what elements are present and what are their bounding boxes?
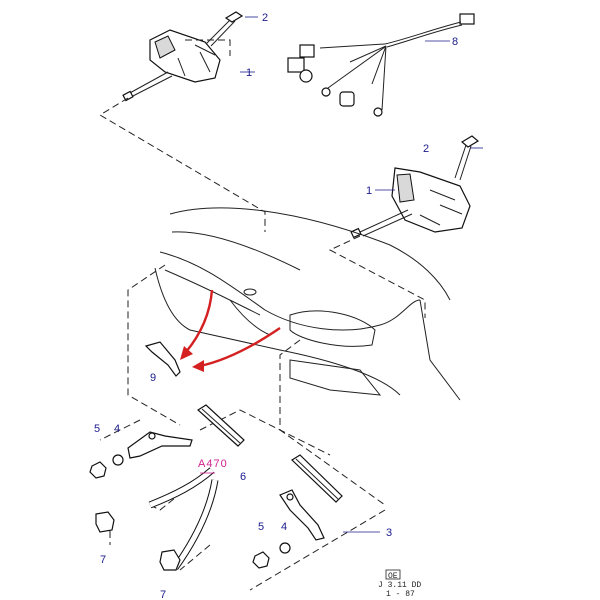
callout-4-left: 4 (114, 423, 120, 435)
callout-7-left: 7 (100, 554, 106, 566)
label-a470: A470 (198, 458, 228, 470)
clip-left (95, 511, 115, 533)
car-front-outline (154, 207, 461, 401)
callout-4-right: 4 (281, 521, 287, 533)
motor-assembly-top (122, 29, 221, 102)
bracket-9 (144, 341, 181, 377)
hoses (148, 467, 219, 571)
right-linkage (252, 489, 325, 569)
wiring-harness (287, 13, 475, 117)
callout-9: 9 (150, 372, 156, 384)
callout-8: 8 (452, 36, 458, 48)
dash-frame-top (185, 39, 231, 56)
bolt-top (205, 11, 244, 47)
callout-3: 3 (386, 527, 392, 539)
callout-2-top: 2 (262, 12, 268, 24)
callout-7-bottom: 7 (160, 589, 166, 600)
callout-5-right: 5 (258, 521, 264, 533)
reference-block: OE J 3.11 DD 1 - 87 (378, 569, 421, 599)
motor-assembly-mid (350, 167, 471, 239)
callout-labels: 2 1 8 2 1 9 5 4 6 7 3 5 4 7 (94, 12, 458, 600)
clip-bottom (159, 549, 181, 571)
reference-line1: J 3.11 DD (378, 581, 421, 590)
reference-boxed: OE (388, 572, 398, 581)
leader-lines (200, 16, 483, 533)
bolt-mid (454, 135, 480, 181)
dashed-guides (99, 97, 426, 591)
left-linkage (89, 431, 193, 479)
callout-1-top: 1 (246, 67, 252, 79)
reflector-strips (197, 404, 343, 503)
callout-1-mid: 1 (366, 185, 372, 197)
reference-line2: 1 - 87 (386, 590, 415, 599)
callout-2-mid: 2 (423, 143, 429, 155)
red-arrows (180, 289, 281, 372)
callout-5-left: 5 (94, 423, 100, 435)
callout-6: 6 (240, 471, 246, 483)
